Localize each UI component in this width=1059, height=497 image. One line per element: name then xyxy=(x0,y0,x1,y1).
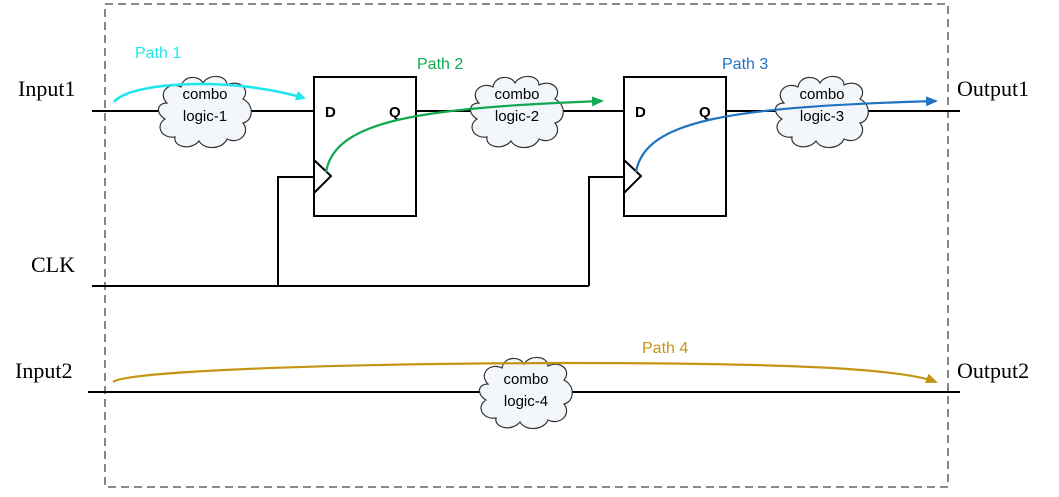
clk-ff1-wire xyxy=(277,176,314,286)
path-4-arrow xyxy=(112,361,938,384)
ff1-q-label: Q xyxy=(389,104,401,121)
cloud-1-line1: combo xyxy=(182,86,227,103)
output1-label: Output1 xyxy=(957,76,1029,101)
clock-triangle-icon xyxy=(313,159,333,194)
cloud-3-line1: combo xyxy=(799,86,844,103)
cloud-2-line2: logic-2 xyxy=(495,108,539,125)
ff2-d-label: D xyxy=(635,104,646,121)
clk-ff2-wire xyxy=(588,176,624,286)
logic-cloud-1: combo logic-1 xyxy=(157,75,252,149)
path-3-arrow xyxy=(634,96,938,173)
cloud-2-line1: combo xyxy=(494,86,539,103)
logic-cloud-3: combo logic-3 xyxy=(774,75,869,149)
input1-label: Input1 xyxy=(18,76,75,101)
flip-flop-1: D Q xyxy=(313,76,417,217)
path-4-label: Path 4 xyxy=(642,340,688,357)
path-1-label: Path 1 xyxy=(135,45,181,62)
logic-cloud-4: combo logic-4 xyxy=(478,356,573,430)
cloud-4-line1: combo xyxy=(503,371,548,388)
cloud-4-line2: logic-4 xyxy=(504,393,548,410)
output2-label: Output2 xyxy=(957,358,1029,383)
path-2-label: Path 2 xyxy=(417,56,463,73)
module-boundary xyxy=(104,3,949,488)
ff2-q-label: Q xyxy=(699,104,711,121)
path-2-arrow xyxy=(324,96,604,173)
cloud-3-line2: logic-3 xyxy=(800,108,844,125)
path-1-arrow xyxy=(113,82,306,103)
clk-label: CLK xyxy=(31,252,75,277)
ff1-d-label: D xyxy=(325,104,336,121)
cloud-1-line2: logic-1 xyxy=(183,108,227,125)
logic-cloud-2: combo logic-2 xyxy=(469,75,564,149)
flip-flop-2: D Q xyxy=(623,76,727,217)
input2-label: Input2 xyxy=(15,358,72,383)
path-3-label: Path 3 xyxy=(722,56,768,73)
clock-triangle-icon xyxy=(623,159,643,194)
